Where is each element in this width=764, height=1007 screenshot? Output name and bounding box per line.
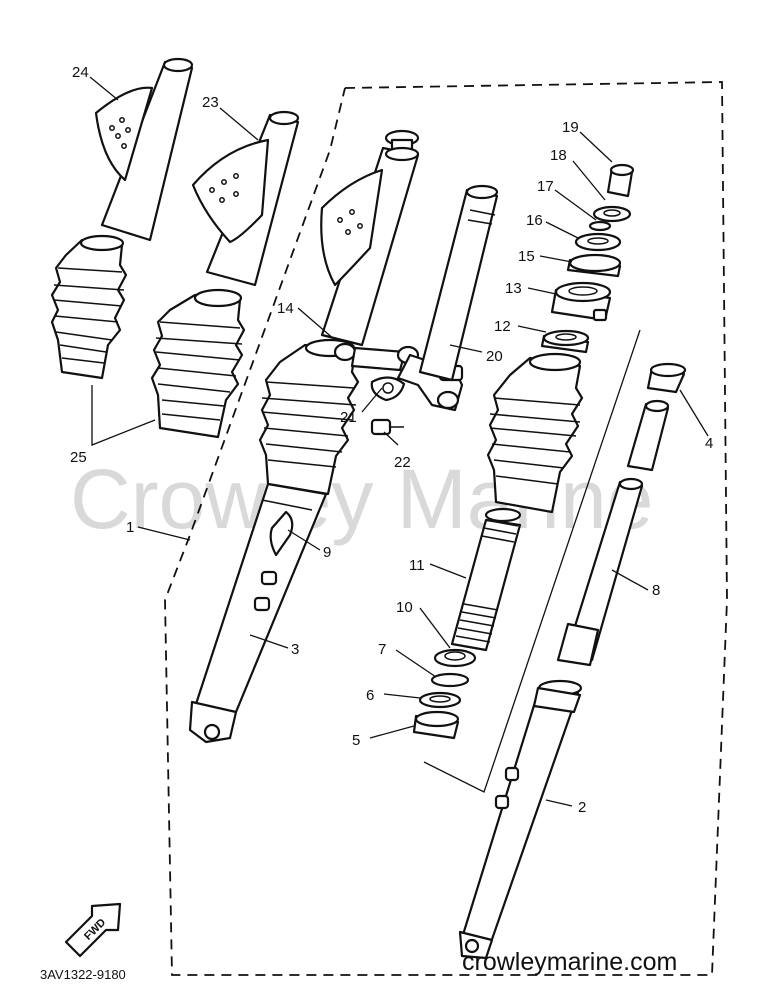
callout-6: 6	[366, 687, 374, 704]
callout-19: 19	[562, 119, 579, 136]
callout-2: 2	[578, 799, 586, 816]
callout-14: 14	[277, 300, 294, 317]
fwd-arrow-icon: FWD	[64, 902, 122, 958]
callout-25: 25	[70, 449, 87, 466]
fork-boot-inner-right	[486, 352, 584, 514]
callout-15: 15	[518, 248, 535, 265]
nut-13	[550, 281, 612, 322]
callout-9: 9	[323, 544, 331, 561]
callout-17: 17	[537, 178, 554, 195]
fork-boot-left	[50, 234, 128, 380]
damper-rod-left	[269, 510, 294, 557]
oil-seal-10	[433, 648, 477, 668]
callout-24: 24	[72, 64, 89, 81]
callout-4: 4	[705, 435, 713, 452]
bolt-22	[370, 418, 404, 436]
callout-5: 5	[352, 732, 360, 749]
washer-18	[592, 205, 632, 223]
callout-18: 18	[550, 147, 567, 164]
callout-11: 11	[409, 557, 425, 574]
callout-12: 12	[494, 318, 511, 335]
callout-23: 23	[202, 94, 219, 111]
bushing-5	[412, 710, 460, 740]
bearing-15	[566, 253, 622, 278]
website-label[interactable]: crowleymarine.com	[462, 948, 677, 976]
callout-22: 22	[394, 454, 411, 471]
fork-cover-left	[94, 57, 194, 242]
callout-1: 1	[126, 519, 134, 536]
leader-lines	[89, 76, 709, 807]
assembly-boundary	[164, 81, 728, 976]
callout-8: 8	[652, 582, 660, 599]
bushing-4	[626, 362, 687, 472]
fork-boot-assembled	[258, 338, 360, 496]
upper-bracket	[333, 342, 464, 412]
callout-10: 10	[396, 599, 413, 616]
damper-rod-right	[556, 477, 644, 667]
callout-13: 13	[505, 280, 522, 297]
clip-7	[430, 672, 470, 688]
callout-20: 20	[486, 348, 503, 365]
washer-16	[574, 232, 622, 252]
inner-tube-left	[320, 129, 420, 347]
o-ring-17	[588, 220, 612, 232]
callout-7: 7	[378, 641, 386, 658]
callout-16: 16	[526, 212, 543, 229]
fork-spring	[450, 507, 522, 652]
outer-tube-left	[188, 482, 328, 744]
callout-21: 21	[340, 409, 357, 426]
outer-tube-right	[458, 679, 583, 960]
callout-3: 3	[291, 641, 299, 658]
cap-bolt-19	[606, 163, 635, 198]
inner-tube-right	[418, 184, 499, 382]
fork-cover-right	[191, 110, 300, 287]
washer-6	[418, 691, 462, 709]
callout-labels: 24 23 25 1 19 18 17 16 15 13 12 14 20 21…	[70, 64, 713, 816]
fork-boot-right	[150, 288, 246, 439]
bearing-12	[540, 329, 590, 354]
diagram-code: 3AV1322-9180	[40, 967, 126, 982]
